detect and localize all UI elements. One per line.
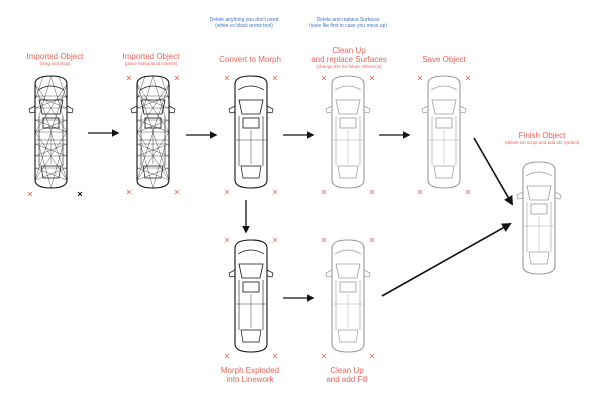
step-clean-up-add-fill: Clean Up and add Fill: [326, 366, 367, 384]
replace-note-text: Delete and replace Surfaces (save file f…: [308, 17, 388, 29]
step-subtitle: (delete 2D script and add 2D symbol): [504, 140, 580, 146]
step-title: Clean Up and replace Surfaces: [311, 46, 387, 65]
step-subtitle: (change IDs for future reference): [316, 64, 382, 70]
step-save-object: Save Object: [422, 55, 466, 64]
step-title: Convert to Morph: [219, 55, 281, 64]
car-morph: [228, 75, 274, 189]
car-exploded-linework: [228, 239, 274, 353]
car-saved: [421, 75, 467, 189]
step-subtitle: (drag and drop): [39, 61, 71, 67]
car-wireframe-1: [29, 76, 73, 188]
arrow-to-finish-upper: [473, 137, 513, 206]
step-imported-object-hotspots: Imported Object (place hotspots at exten…: [123, 52, 180, 66]
step-title: Clean Up and add Fill: [326, 366, 368, 385]
car-cleanup-fill: [325, 239, 371, 353]
delete-note: Delete anything you don't need (white vs…: [209, 17, 279, 30]
car-finished: [516, 161, 562, 275]
step-subtitle: (place hotspots at extents): [124, 61, 178, 67]
step-title: Imported Object: [26, 52, 84, 61]
step-title: Save Object: [422, 55, 466, 64]
step-title: Finish Object: [518, 131, 566, 140]
step-morph-exploded: Morph Exploded into Linework: [221, 366, 279, 384]
step-title: Imported Object: [122, 52, 180, 61]
hotspot-markers: [27, 75, 471, 359]
car-cleanup-surfaces: [325, 75, 371, 189]
step-convert-to-morph: Convert to Morph: [219, 55, 281, 64]
car-wireframe-2: [131, 76, 175, 188]
step-clean-up-replace-surfaces: Clean Up and replace Surfaces (change ID…: [311, 46, 387, 70]
replace-note: Delete and replace Surfaces (save file f…: [308, 17, 388, 30]
step-finish-object: Finish Object (delete 2D script and add …: [505, 131, 579, 145]
arrow-to-finish-lower: [381, 223, 512, 297]
step-imported-object: Imported Object (drag and drop): [27, 52, 84, 66]
step-title: Morph Exploded into Linework: [220, 366, 280, 385]
delete-note-text: Delete anything you don't need (white vs…: [209, 17, 279, 29]
